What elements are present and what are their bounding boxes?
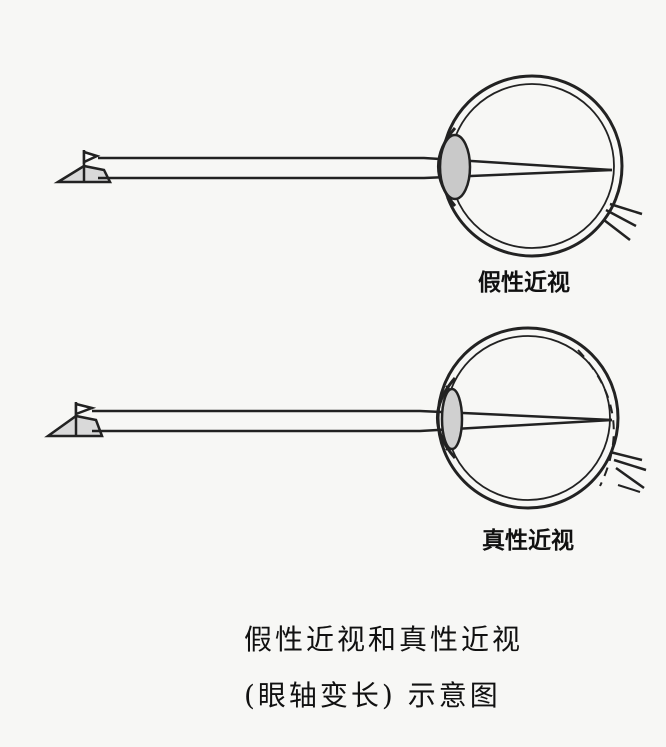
object-flag-icon xyxy=(53,150,113,184)
light-rays xyxy=(92,409,613,433)
eyeball xyxy=(436,326,647,510)
pseudo-myopia-panel: 假性近视 xyxy=(53,74,643,296)
light-rays xyxy=(98,156,613,180)
caption-line-2: (眼轴变长) 示意图 xyxy=(244,679,501,712)
caption-line-1: 假性近视和真性近视 xyxy=(244,623,523,656)
true-myopia-label: 真性近视 xyxy=(482,527,574,554)
true-myopia-panel: 真性近视 xyxy=(44,326,647,554)
eyeball xyxy=(437,74,643,258)
pseudo-myopia-label: 假性近视 xyxy=(478,269,570,296)
object-flag-icon xyxy=(44,402,104,438)
